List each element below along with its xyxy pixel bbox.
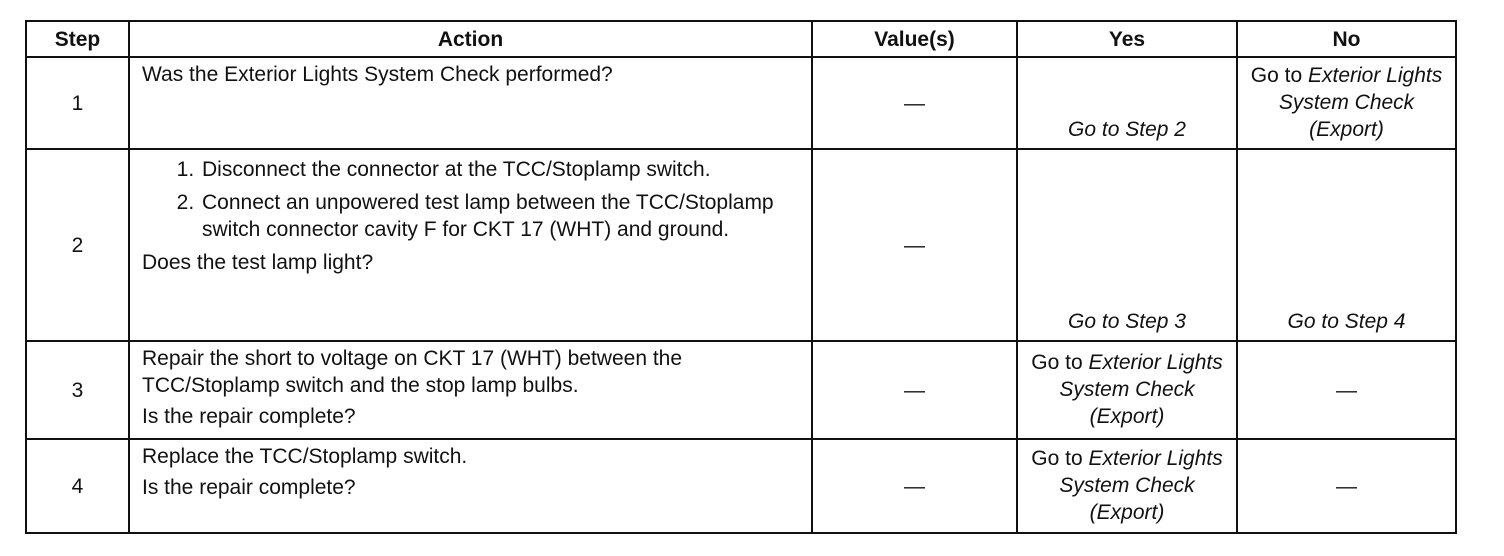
yes-link[interactable]: Go to Step 3 xyxy=(1068,310,1186,333)
action-text: Was the Exterior Lights System Check per… xyxy=(142,63,613,86)
yes-cell: Go to Exterior Lights System Check (Expo… xyxy=(1016,340,1238,440)
action-cell: Disconnect the connector at the TCC/Stop… xyxy=(128,148,813,342)
diagnostic-table: Step Action Value(s) Yes No 1 Was the Ex… xyxy=(25,20,1457,534)
step-number: 1 xyxy=(25,56,130,150)
header-action: Action xyxy=(128,20,813,58)
no-link[interactable]: Go to Step 4 xyxy=(1287,310,1406,333)
header-no: No xyxy=(1236,20,1457,58)
value-cell: — xyxy=(811,438,1018,534)
header-yes: Yes xyxy=(1016,20,1238,58)
action-cell: Repair the short to voltage on CKT 17 (W… xyxy=(128,340,813,440)
action-step: Disconnect the connector at the TCC/Stop… xyxy=(200,156,799,183)
action-step-list: Disconnect the connector at the TCC/Stop… xyxy=(142,156,799,243)
no-prefix: Go to xyxy=(1250,64,1308,87)
yes-cell: Go to Step 2 xyxy=(1016,56,1238,150)
value-cell: — xyxy=(811,148,1018,342)
action-text: Repair the short to voltage on CKT 17 (W… xyxy=(142,347,683,397)
value-cell: — xyxy=(811,56,1018,150)
action-cell: Replace the TCC/Stoplamp switch. Is the … xyxy=(128,438,813,534)
yes-cell: Go to Step 3 xyxy=(1016,148,1238,342)
no-cell: Go to Exterior Lights System Check (Expo… xyxy=(1236,56,1457,150)
no-link[interactable]: Exterior Lights System Check (Export) xyxy=(1278,64,1443,141)
yes-prefix: Go to xyxy=(1031,447,1089,470)
action-question: Is the repair complete? xyxy=(142,405,356,428)
yes-link[interactable]: Go to Step 2 xyxy=(1068,118,1186,141)
step-number: 2 xyxy=(25,148,130,342)
no-cell: — xyxy=(1236,340,1457,440)
yes-cell: Go to Exterior Lights System Check (Expo… xyxy=(1016,438,1238,534)
header-values: Value(s) xyxy=(811,20,1018,58)
header-row: Step Action Value(s) Yes No xyxy=(25,20,1457,58)
table-row: 2 Disconnect the connector at the TCC/St… xyxy=(25,148,1457,342)
action-question: Does the test lamp light? xyxy=(142,251,374,274)
table-row: 4 Replace the TCC/Stoplamp switch. Is th… xyxy=(25,438,1457,534)
table-row: 3 Repair the short to voltage on CKT 17 … xyxy=(25,340,1457,440)
table-row: 1 Was the Exterior Lights System Check p… xyxy=(25,56,1457,150)
step-number: 4 xyxy=(25,438,130,534)
yes-link[interactable]: Exterior Lights System Check (Export) xyxy=(1059,447,1223,524)
no-cell: — xyxy=(1236,438,1457,534)
no-cell: Go to Step 4 xyxy=(1236,148,1457,342)
step-number: 3 xyxy=(25,340,130,440)
yes-link[interactable]: Exterior Lights System Check (Export) xyxy=(1059,351,1223,428)
action-step: Connect an unpowered test lamp between t… xyxy=(200,189,799,243)
action-cell: Was the Exterior Lights System Check per… xyxy=(128,56,813,150)
action-question: Is the repair complete? xyxy=(142,476,356,499)
value-cell: — xyxy=(811,340,1018,440)
action-text: Replace the TCC/Stoplamp switch. xyxy=(142,445,468,468)
header-step: Step xyxy=(25,20,130,58)
yes-prefix: Go to xyxy=(1031,351,1089,374)
